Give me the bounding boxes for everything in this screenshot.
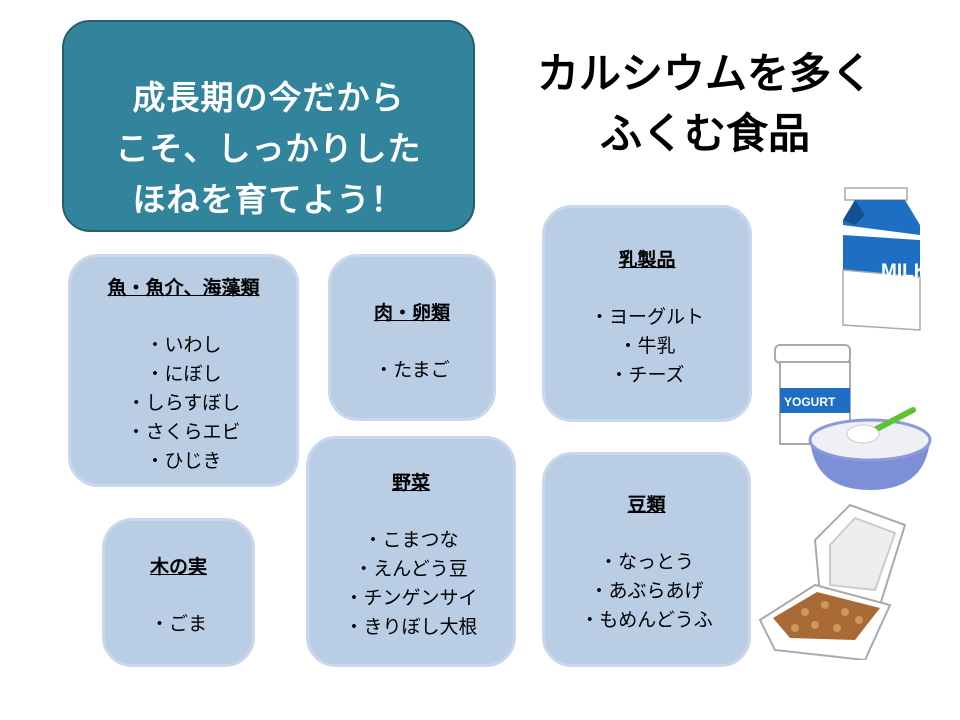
- category-meat: 肉・卵類 ・たまご: [328, 254, 496, 421]
- category-title: 肉・卵類: [373, 302, 450, 324]
- category-fish: 魚・魚介、海藻類 ・いわし ・にぼし ・しらすぼし ・さくらエビ ・ひじき: [68, 254, 299, 487]
- list-item: ・きりぼし大根: [344, 616, 478, 638]
- list-item: ・いわし: [145, 334, 222, 356]
- category-title: 木の実: [149, 556, 207, 578]
- list-item: ・たまご: [374, 359, 450, 381]
- title-line: こそ、しっかりした: [115, 129, 422, 168]
- heading-line: カルシウムを多く: [536, 49, 873, 98]
- milk-carton-icon: MILK: [842, 187, 925, 331]
- list-item: ・ごま: [149, 613, 207, 635]
- yogurt-label: YOGURT: [784, 395, 836, 409]
- category-title: 乳製品: [618, 249, 676, 271]
- list-item: ・もめんどうふ: [580, 609, 713, 631]
- list-item: ・あぶらあげ: [589, 580, 704, 602]
- category-title: 野菜: [391, 472, 430, 494]
- category-title: 魚・魚介、海藻類: [107, 277, 260, 299]
- yogurt-icon: YOGURT: [774, 344, 932, 490]
- heading-line: ふくむ食品: [599, 109, 810, 158]
- category-vegetables: 野菜 ・こまつな ・えんどう豆 ・チンゲンサイ ・きりぼし大根: [306, 436, 516, 667]
- list-item: ・えんどう豆: [354, 558, 468, 580]
- list-item: ・さくらエビ: [126, 421, 241, 443]
- milk-label: MILK: [881, 261, 925, 282]
- list-item: ・チーズ: [609, 364, 685, 386]
- list-item: ・ひじき: [145, 450, 222, 472]
- category-nuts: 木の実 ・ごま: [102, 518, 255, 667]
- natto-icon: [758, 503, 907, 660]
- list-item: ・にぼし: [145, 363, 222, 385]
- category-beans: 豆類 ・なっとう ・あぶらあげ ・もめんどうふ: [542, 452, 751, 667]
- list-item: ・ヨーグルト: [589, 306, 704, 328]
- list-item: ・なっとう: [598, 551, 694, 573]
- title-line: 成長期の今だから: [132, 78, 405, 117]
- category-title: 豆類: [627, 494, 666, 516]
- list-item: ・こまつな: [363, 529, 459, 551]
- title-line: ほねを育てよう！: [132, 180, 405, 219]
- list-item: ・しらすぼし: [126, 392, 241, 414]
- category-dairy: 乳製品 ・ヨーグルト ・牛乳 ・チーズ: [542, 205, 752, 422]
- list-item: ・チンゲンサイ: [344, 587, 478, 609]
- page-heading: カルシウムを多く ふくむ食品: [515, 44, 895, 164]
- title-box: 成長期の今だから こそ、しっかりした ほねを育てよう！: [62, 20, 475, 232]
- list-item: ・牛乳: [618, 335, 676, 357]
